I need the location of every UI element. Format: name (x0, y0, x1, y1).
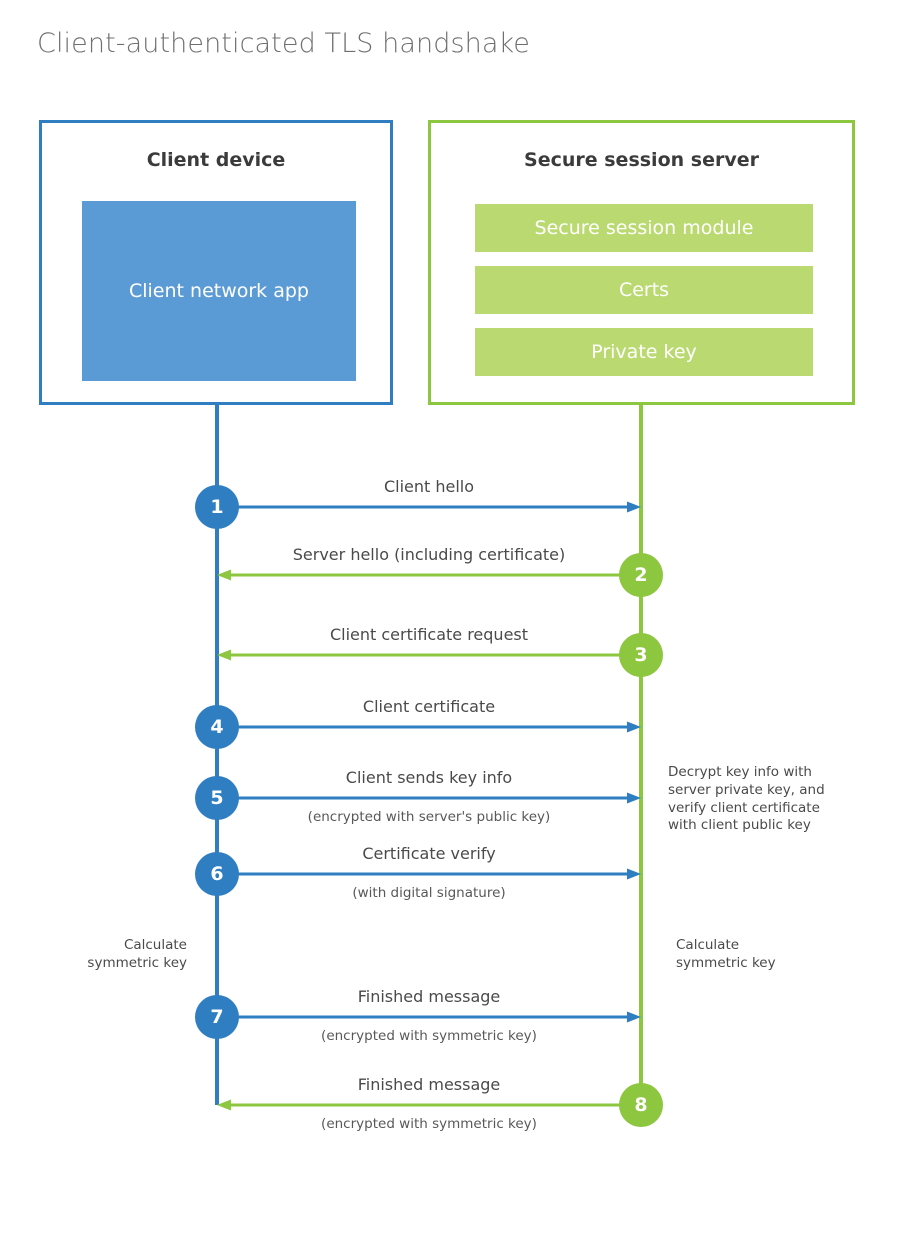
server-component-secure-session-module: Secure session module (475, 204, 813, 252)
message-arrow-7 (217, 1011, 641, 1023)
message-arrow-4 (217, 721, 641, 733)
server-component-certs: Certs (475, 266, 813, 314)
server-decrypt-note: Decrypt key info with server private key… (668, 764, 825, 834)
client-network-app-block: Client network app (82, 201, 356, 381)
message-arrow-2 (217, 569, 641, 581)
message-sublabel-8: (encrypted with symmetric key) (321, 1116, 537, 1132)
server-component-private-key: Private key (475, 328, 813, 376)
message-label-7: Finished message (357, 987, 501, 1006)
step-badge-7[interactable]: 7 (195, 995, 239, 1039)
step-badge-2[interactable]: 2 (619, 553, 663, 597)
step-badge-3[interactable]: 3 (619, 633, 663, 677)
step-badge-6[interactable]: 6 (195, 852, 239, 896)
step-badge-8[interactable]: 8 (619, 1083, 663, 1127)
client-calculate-key: Calculate symmetric key (87, 937, 187, 971)
message-label-1: Client hello (383, 477, 475, 496)
message-label-6: Certificate verify (362, 844, 496, 863)
secure-session-server-title: Secure session server (524, 149, 759, 171)
step-badge-4[interactable]: 4 (195, 705, 239, 749)
message-sublabel-7: (encrypted with symmetric key) (321, 1028, 537, 1044)
client-lifeline (215, 405, 219, 1105)
message-label-4: Client certificate (362, 697, 496, 716)
message-arrow-3 (217, 649, 641, 661)
message-arrow-6 (217, 868, 641, 880)
message-label-5: Client sends key info (345, 768, 513, 787)
message-arrow-1 (217, 501, 641, 513)
message-label-3: Client certificate request (329, 625, 529, 644)
message-label-2: Server hello (including certificate) (292, 545, 566, 564)
message-sublabel-6: (with digital signature) (352, 885, 506, 901)
client-device-title: Client device (146, 149, 286, 171)
step-badge-1[interactable]: 1 (195, 485, 239, 529)
message-label-8: Finished message (357, 1075, 501, 1094)
server-calculate-key: Calculate symmetric key (676, 937, 776, 971)
message-arrow-8 (217, 1099, 641, 1111)
message-sublabel-5: (encrypted with server's public key) (307, 809, 551, 825)
secure-session-server-box: Secure session server Secure session mod… (428, 120, 855, 405)
message-arrow-5 (217, 792, 641, 804)
page-title: Client-authenticated TLS handshake (37, 28, 530, 59)
server-lifeline (639, 405, 643, 1105)
step-badge-5[interactable]: 5 (195, 776, 239, 820)
client-device-box: Client device Client network app (39, 120, 393, 405)
